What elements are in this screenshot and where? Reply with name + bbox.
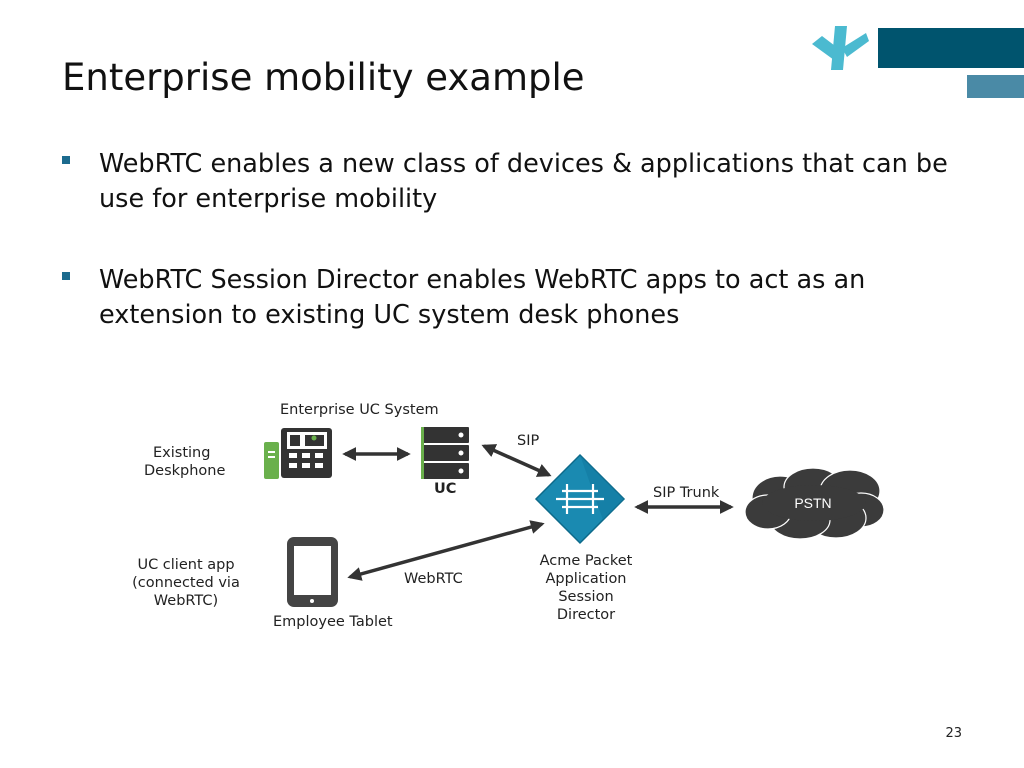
pstn-label: PSTN [794, 495, 831, 511]
asc-director-icon [534, 453, 626, 545]
uc-client-label-line3: WebRTC) [153, 593, 219, 609]
header-decoration [812, 26, 1024, 98]
page-number: 23 [945, 726, 962, 741]
tablet-icon [287, 537, 338, 607]
uc-client-label-line1: UC client app [137, 557, 235, 573]
sip-trunk-label: SIP Trunk [653, 485, 720, 501]
existing-deskphone-label-line2: Deskphone [144, 463, 226, 479]
bullet-text-1: WebRTC enables a new class of devices & … [99, 149, 948, 214]
employee-tablet-label: Employee Tablet [273, 614, 393, 630]
deskphone-icon [264, 428, 332, 479]
acme-label-line3: Session [558, 589, 614, 605]
header-bar-light [967, 75, 1024, 98]
header-bar-dark [878, 28, 1024, 68]
existing-deskphone-label-line1: Existing [153, 445, 211, 461]
acme-label-line4: Director [556, 607, 616, 623]
sip-label: SIP [517, 433, 540, 449]
uc-client-label-line2: (connected via [132, 575, 240, 591]
slide-title: Enterprise mobility example [62, 56, 585, 99]
uc-badge: UC [434, 481, 457, 497]
enterprise-uc-system-label: Enterprise UC System [280, 402, 439, 418]
bullet-square-icon [62, 272, 70, 280]
uc-server-icon [421, 427, 469, 479]
webrtc-label: WebRTC [404, 571, 463, 587]
acme-label-line1: Acme Packet [539, 553, 633, 569]
logo-icon [812, 26, 869, 70]
webrtc-arrow [347, 520, 545, 581]
acme-label-line2: Application [545, 571, 627, 587]
sip-arrow [481, 444, 552, 477]
bullet-square-icon [62, 156, 70, 164]
bullet-text-2: WebRTC Session Director enables WebRTC a… [99, 265, 866, 330]
